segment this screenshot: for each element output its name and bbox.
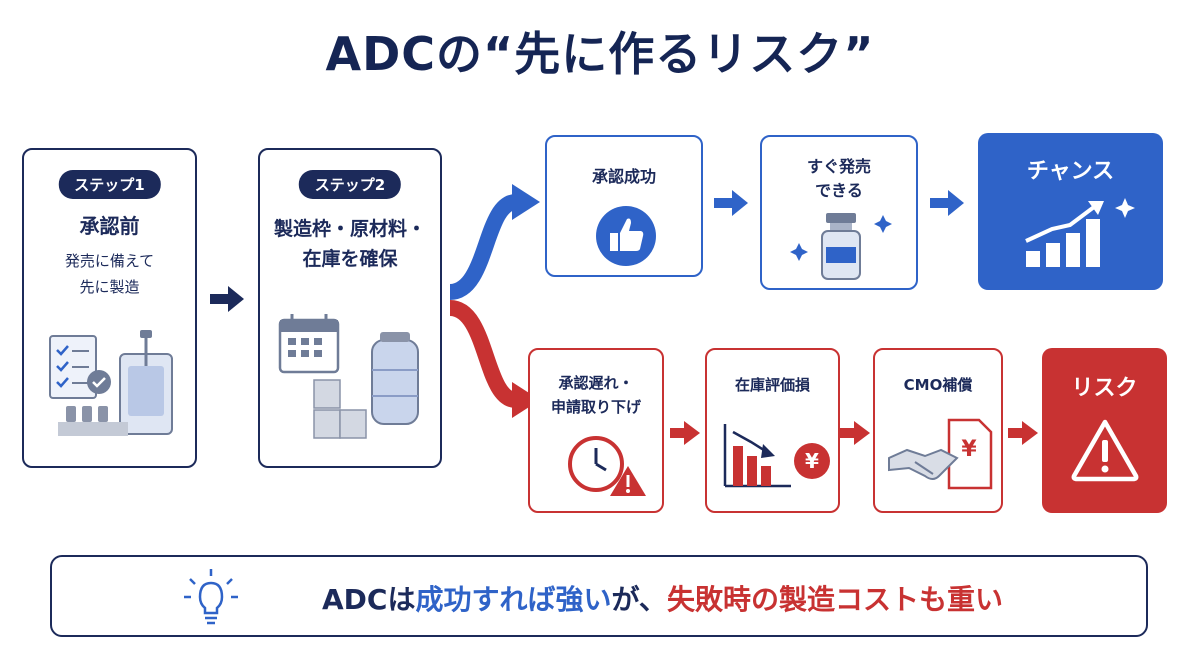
vial-icon [790,213,892,280]
arrow-right-icon [840,421,870,445]
step2-card: ステップ2 製造枠・原材料・ 在庫を確保 [258,148,442,468]
approval-delay-line1: 承認遅れ・ [558,374,634,392]
arrow-right-icon [670,421,700,445]
step1-heading: 承認前 [79,214,140,238]
summary-banner: ADCは成功すれば強いが、失敗時の製造コストも重い [50,555,1148,637]
calendar-boxes-icon [278,314,419,439]
step2-line2: 在庫を確保 [302,248,398,270]
checklist-machine-icon [49,330,173,436]
approval-success-label: 承認成功 [591,167,656,186]
approval-delay-card: 承認遅れ・ 申請取り下げ [528,348,664,513]
summary-part4: 失敗時の製造コストも重い [666,583,1003,616]
launch-ready-card: すぐ発売 できる [760,135,918,290]
summary-part1: ADCは [322,583,416,616]
arrow-right-icon [210,286,244,312]
step2-badge: ステップ2 [298,170,402,199]
handshake-document-icon: ¥ [888,418,993,490]
warning-icon [1071,419,1139,482]
growth-chart-icon [1025,198,1135,267]
thumbs-up-icon [596,206,656,266]
svg-text:¥: ¥ [961,437,977,462]
summary-part2: 成功すれば強い [415,583,612,616]
approval-delay-line2: 申請取り下げ [550,398,641,416]
approval-success-card: 承認成功 [545,135,703,277]
launch-ready-line1: すぐ発売 [806,157,871,176]
cmo-compensation-card: CMO補償 ¥ [873,348,1003,513]
step2-line1: 製造枠・原材料・ [273,218,426,240]
launch-ready-line2: できる [815,181,863,200]
cmo-compensation-label: CMO補償 [903,376,973,394]
step1-card: ステップ1 承認前 発売に備えて 先に製造 [22,148,197,468]
risk-result: リスク [1042,348,1167,513]
page-title: ADCの“先に作るリスク” [325,27,875,81]
declining-chart-icon [723,424,791,488]
arrow-right-icon [1008,421,1038,445]
inventory-loss-card: 在庫評価損 ¥ [705,348,840,513]
summary-message: ADCは成功すれば強いが、失敗時の製造コストも重い [322,578,1003,618]
step1-badge: ステップ1 [58,170,161,199]
inventory-loss-label: 在庫評価損 [734,376,810,394]
chance-result: チャンス [978,133,1163,290]
chance-label: チャンス [1026,159,1115,184]
lightbulb-icon [184,569,238,625]
yen-coin-icon: ¥ [794,443,830,479]
clock-warning-icon [568,436,646,496]
summary-part3: が、 [611,583,667,616]
arrow-right-icon [930,190,964,216]
step1-line1: 発売に備えて [64,252,155,270]
split-arrows-icon [448,184,540,418]
step1-line2: 先に製造 [79,278,140,296]
arrow-right-icon [714,190,748,216]
risk-label: リスク [1071,376,1138,401]
